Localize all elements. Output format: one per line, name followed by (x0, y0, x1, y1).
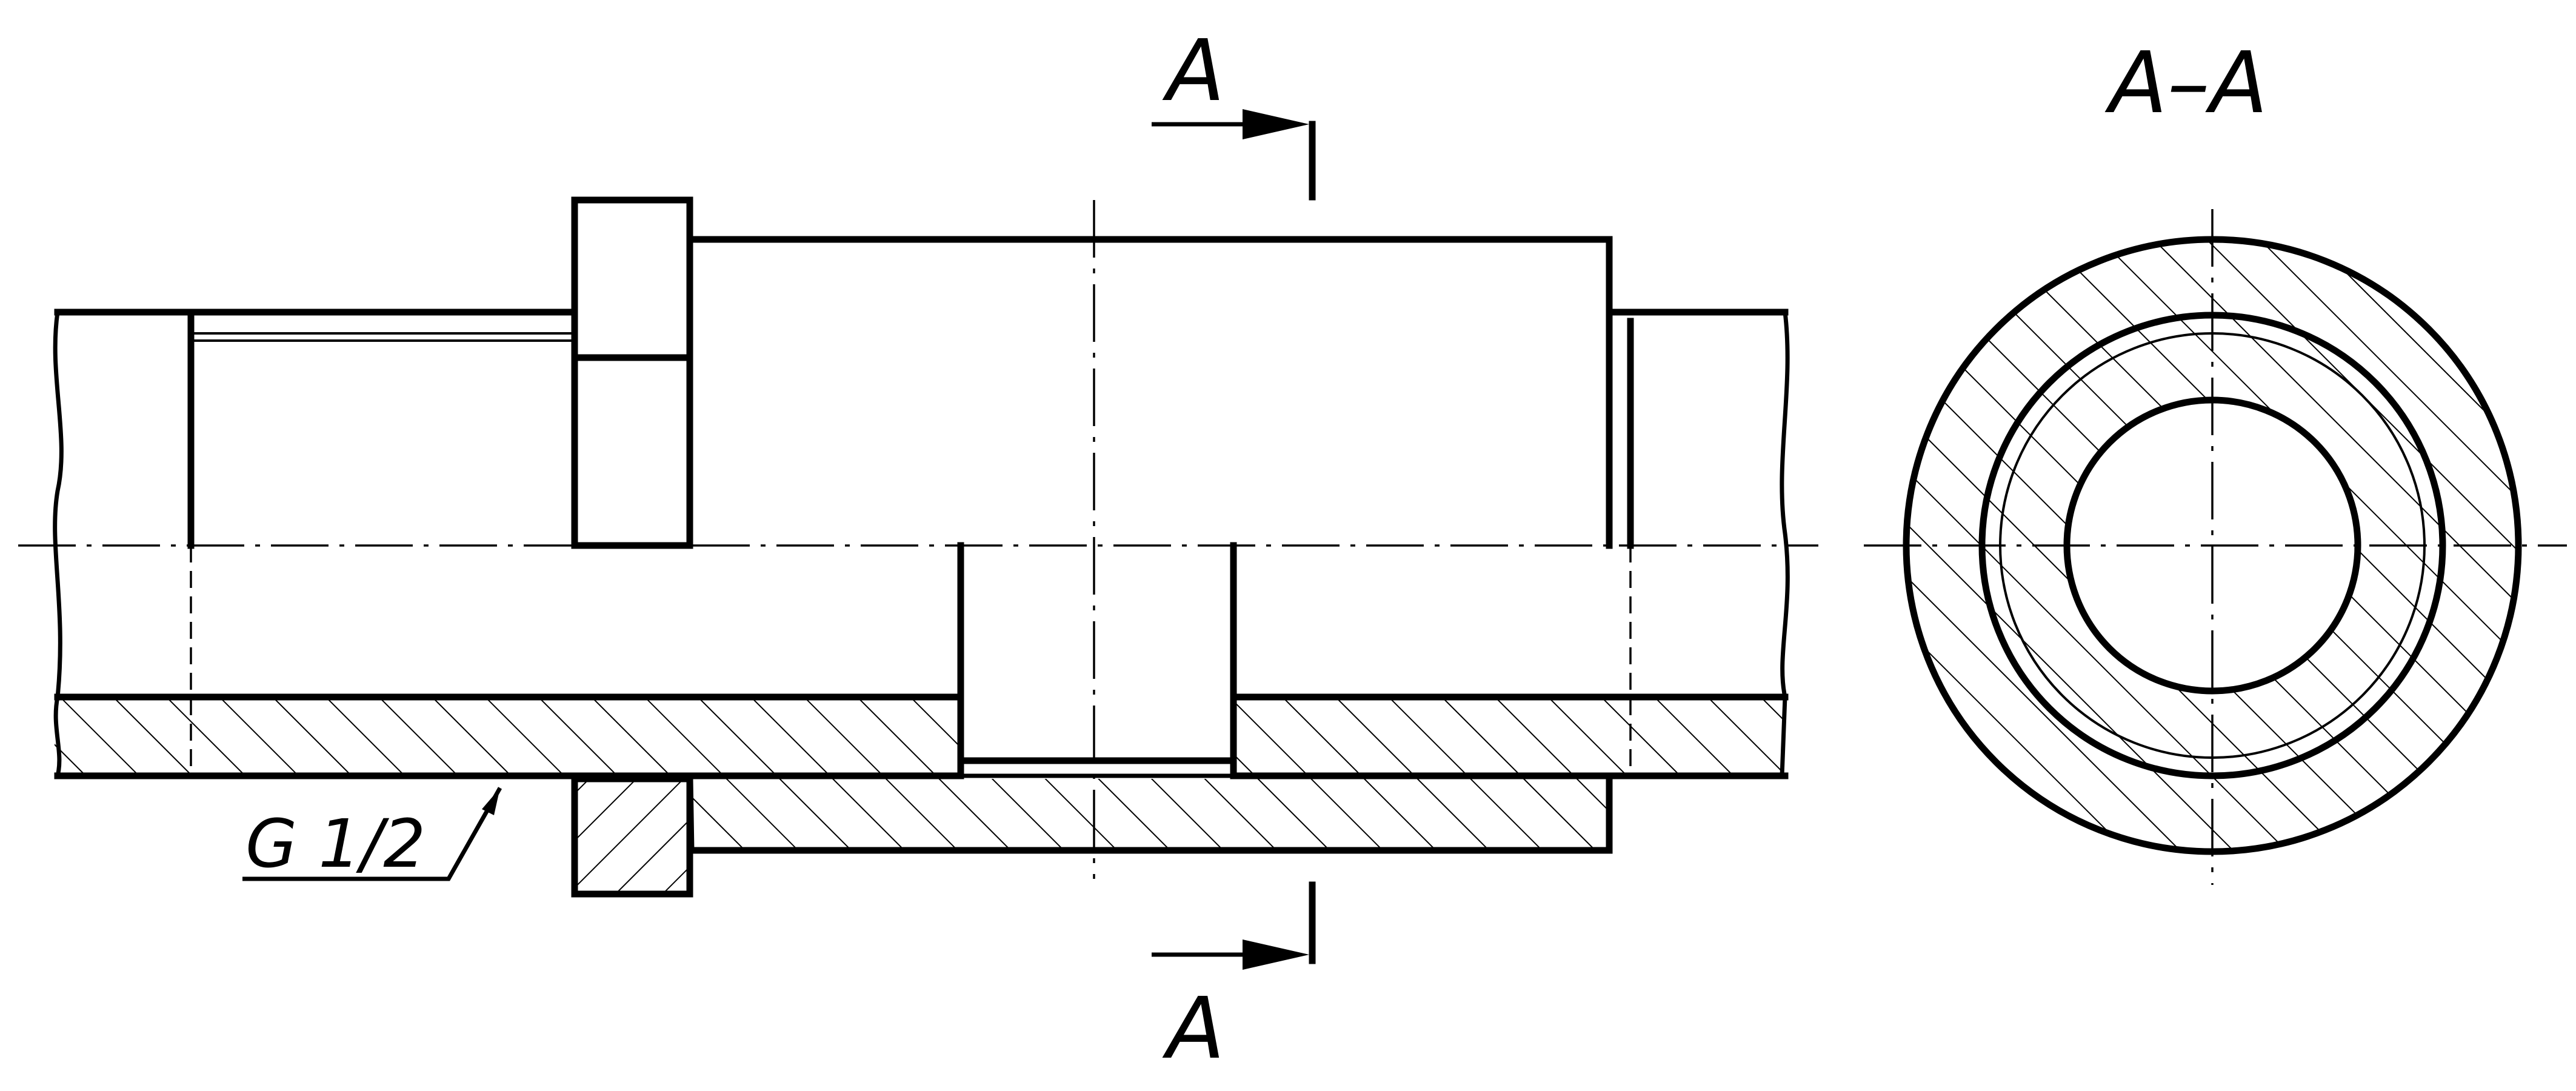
main-view (18, 109, 1818, 970)
coupling-body (686, 236, 1613, 854)
section-arrow-top (1152, 109, 1316, 201)
thread-leader (242, 787, 502, 881)
section-title: A–A (2104, 34, 2268, 133)
section-hatching (55, 700, 1785, 894)
section-mark-bottom: A (1162, 979, 1225, 1078)
section-arrow-bottom (1152, 881, 1316, 970)
section-view (1864, 209, 2567, 885)
right-pipe (1230, 309, 1790, 779)
thread-callout-label: G 1/2 (245, 805, 425, 882)
section-mark-top: A (1162, 22, 1225, 121)
left-pipe (53, 309, 964, 779)
